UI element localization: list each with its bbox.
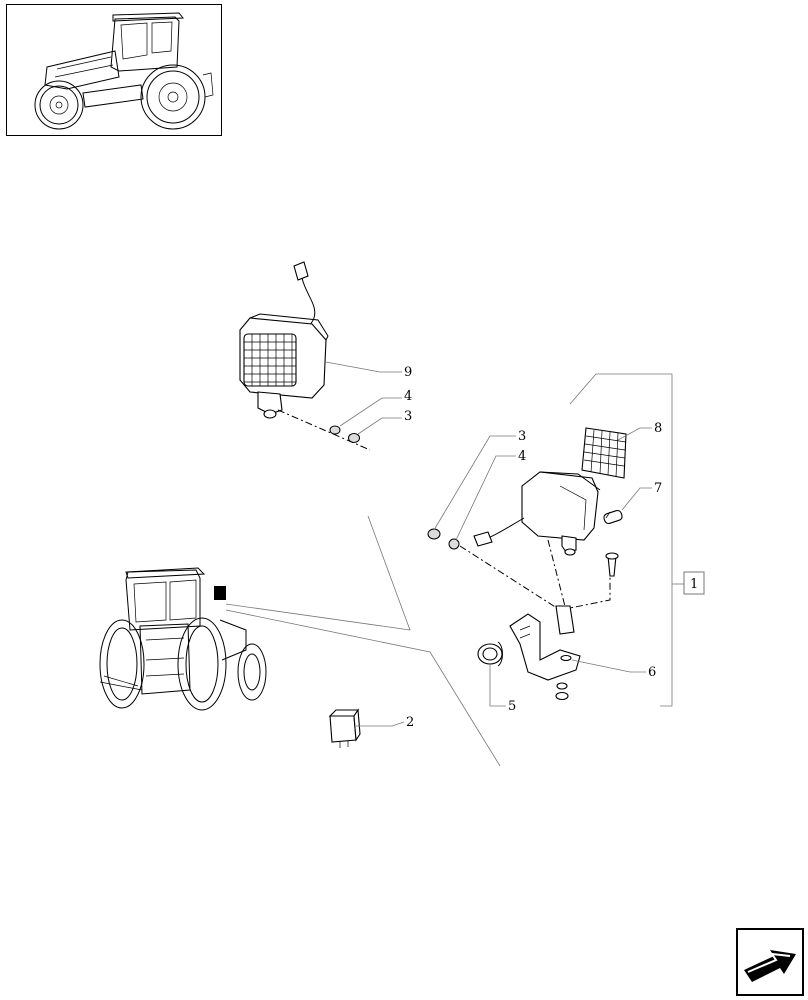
callout-7: 7 [654, 481, 662, 496]
callout-1-box [683, 571, 705, 595]
callout-2: 2 [406, 715, 414, 730]
callout-3-right: 3 [518, 429, 526, 444]
work-lamp-upper [239, 261, 329, 419]
nut-upper [348, 433, 360, 443]
rubber-grommet [477, 641, 503, 667]
tractor-thumbnail-icon [34, 12, 214, 130]
lock-washer-upper [329, 425, 341, 435]
callout-4-upper: 4 [404, 389, 412, 404]
lamp-lens [581, 427, 627, 479]
next-page-button[interactable] [736, 928, 804, 996]
callout-8: 8 [654, 421, 662, 436]
lamp-bulb [603, 509, 623, 525]
work-lamp-right [473, 471, 601, 556]
nut-right [427, 528, 441, 540]
callout-9: 9 [404, 365, 412, 380]
mounting-bracket [509, 605, 581, 701]
next-page-arrow-icon [744, 950, 796, 982]
callout-6: 6 [648, 665, 656, 680]
callout-4-right: 4 [518, 449, 526, 464]
callout-1: 1 [690, 577, 698, 592]
cab-lamp-mark [214, 586, 226, 600]
tractor-thumbnail-frame [6, 4, 222, 136]
callout-5: 5 [508, 699, 516, 714]
tractor-rear-view [99, 567, 267, 711]
callout-3-upper: 3 [404, 409, 412, 424]
relay [328, 708, 361, 748]
lock-washer-right [448, 538, 460, 550]
